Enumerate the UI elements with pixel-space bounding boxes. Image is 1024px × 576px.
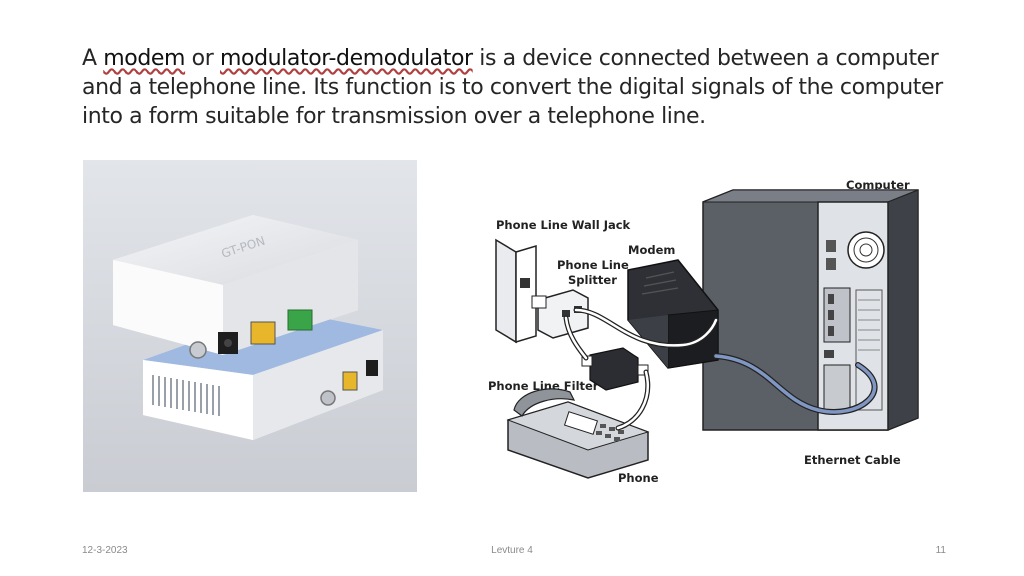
cables <box>563 307 878 431</box>
modem-photo: GT-PON <box>83 160 417 492</box>
footer-lecture: Levture 4 <box>491 545 533 556</box>
text-run: A <box>82 46 104 71</box>
keyword-modem: modem <box>103 46 186 71</box>
label-modem: Modem <box>628 243 675 257</box>
label-splitter-line2: Splitter <box>568 273 617 287</box>
slide-body-text: A modem or modulator-demodulator is a de… <box>82 44 962 131</box>
label-computer: Computer <box>846 178 910 192</box>
modem-connection-diagram: Computer Phone Line Wall Jack Modem Phon… <box>478 160 928 500</box>
label-filter: Phone Line Filter <box>488 379 599 393</box>
footer-page-number: 11 <box>935 545 946 556</box>
text-run: is a device connected between a computer… <box>82 46 943 129</box>
modem-photo-illustration: GT-PON <box>83 160 417 492</box>
computer-tower <box>702 189 919 431</box>
phone-line-filter <box>581 347 649 391</box>
label-phone: Phone <box>618 471 659 485</box>
label-wall-jack: Phone Line Wall Jack <box>496 218 631 232</box>
phone-line-splitter <box>531 289 589 339</box>
connection-diagram-svg: Computer Phone Line Wall Jack Modem Phon… <box>488 178 919 485</box>
text-run: or <box>185 46 220 71</box>
telephone <box>506 388 650 479</box>
keyword-modulator-demodulator: modulator-demodulator <box>219 46 473 71</box>
footer-date: 12-3-2023 <box>82 545 128 556</box>
label-splitter-line1: Phone Line <box>557 258 629 272</box>
label-ethernet-cable: Ethernet Cable <box>804 453 901 467</box>
wall-jack <box>495 238 537 344</box>
